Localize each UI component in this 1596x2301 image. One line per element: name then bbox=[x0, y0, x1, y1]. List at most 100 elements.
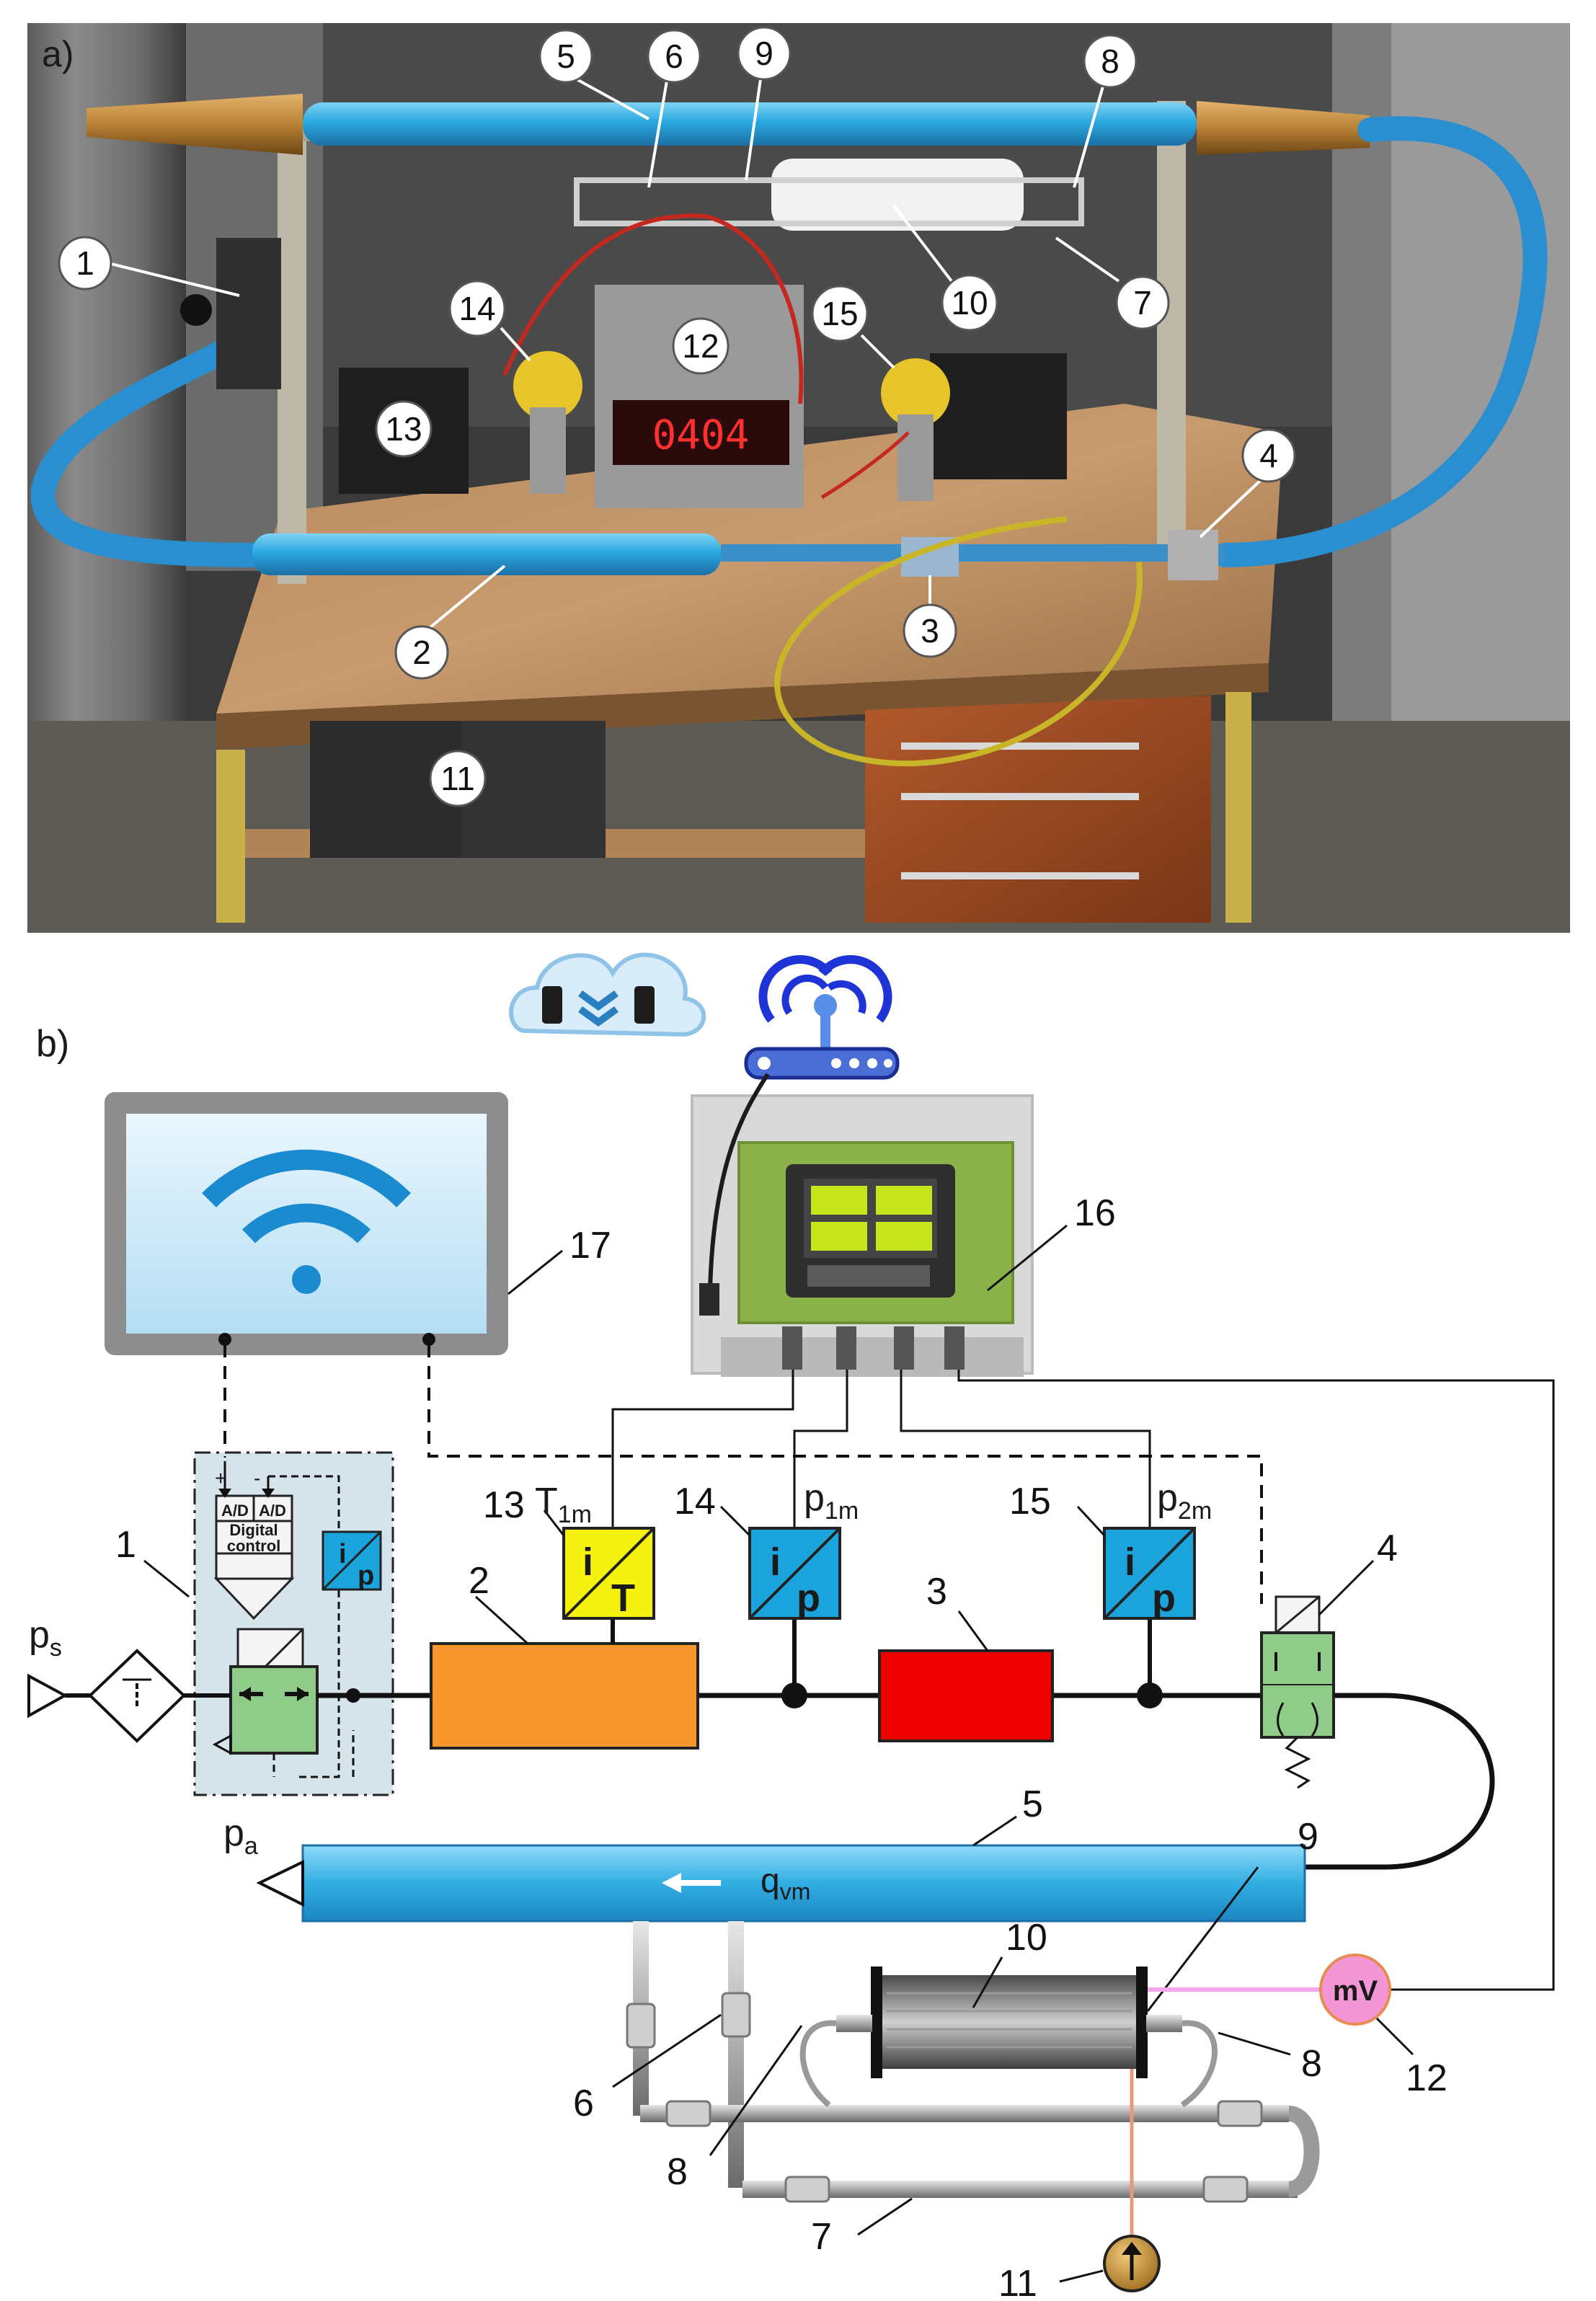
pa-main: p bbox=[223, 1812, 244, 1854]
control-label: control bbox=[227, 1537, 281, 1555]
qvm-label: qvm bbox=[761, 1862, 810, 1905]
callout-label: 3 bbox=[921, 612, 939, 649]
num-11: 11 bbox=[998, 2263, 1037, 2301]
callout-label: 9 bbox=[755, 35, 773, 72]
T1m-sub: 1m bbox=[558, 1501, 592, 1528]
callout-1: 1 bbox=[58, 236, 240, 297]
p1m-sub: 1m bbox=[825, 1497, 859, 1525]
panel-b-label: b) bbox=[36, 1023, 69, 1065]
callout-label: 15 bbox=[821, 295, 858, 332]
display-reading: 0404 bbox=[652, 412, 750, 459]
callout-9: 9 bbox=[737, 26, 792, 181]
it-i: i bbox=[582, 1540, 593, 1584]
callout-14: 14 bbox=[448, 280, 531, 362]
callout-label: 6 bbox=[665, 37, 683, 75]
num-13: 13 bbox=[483, 1484, 525, 1526]
callout-label: 5 bbox=[557, 37, 575, 75]
qvm-sub: vm bbox=[780, 1879, 811, 1905]
num-9: 9 bbox=[1298, 1816, 1318, 1858]
p1m-main: p bbox=[804, 1477, 825, 1519]
callout-label: 4 bbox=[1259, 437, 1278, 474]
callout-12: 12 bbox=[672, 317, 730, 375]
pa-label: pa bbox=[223, 1812, 258, 1860]
transducer-13: i T bbox=[562, 1527, 655, 1620]
router-icon bbox=[744, 954, 900, 1080]
minus-sign: - bbox=[254, 1467, 260, 1489]
num-14: 14 bbox=[674, 1481, 716, 1522]
heat-exchanger-10 bbox=[799, 1967, 1218, 2108]
digital-label: Digital bbox=[229, 1521, 278, 1539]
T1m-main: T bbox=[535, 1481, 558, 1522]
num-8-left: 8 bbox=[667, 2151, 688, 2193]
callout-label: 14 bbox=[458, 290, 495, 327]
ip14-i: i bbox=[770, 1540, 781, 1584]
p2m-label: p2m bbox=[1157, 1477, 1212, 1525]
ad-label-2: A/D bbox=[259, 1502, 286, 1520]
num-5: 5 bbox=[1022, 1783, 1043, 1825]
qvm-main: q bbox=[761, 1862, 780, 1900]
num-7: 7 bbox=[811, 2216, 832, 2258]
callout-label: 8 bbox=[1101, 43, 1120, 80]
mv-label: mV bbox=[1333, 1975, 1378, 2007]
callout-label: 13 bbox=[385, 410, 422, 448]
transducer-14: i p bbox=[748, 1527, 841, 1620]
controller-16 bbox=[691, 1073, 1034, 1377]
num-15: 15 bbox=[1009, 1481, 1051, 1522]
supply-symbol bbox=[27, 1649, 231, 1743]
ps-label: ps bbox=[29, 1614, 62, 1662]
pa-sub: a bbox=[244, 1832, 258, 1860]
num-16: 16 bbox=[1074, 1192, 1116, 1234]
callout-2: 2 bbox=[394, 564, 506, 680]
p2m-sub: 2m bbox=[1178, 1497, 1212, 1525]
callout-7: 7 bbox=[1055, 236, 1170, 330]
test-pipe-5: qvm bbox=[256, 1844, 1306, 1923]
plus-sign: + bbox=[215, 1467, 226, 1489]
callout-label: 2 bbox=[412, 634, 431, 671]
panel-a-label: a) bbox=[42, 34, 74, 74]
small-ip-i: i bbox=[339, 1539, 347, 1569]
bypass-pipes bbox=[626, 1921, 1320, 2203]
callout-6: 6 bbox=[647, 29, 701, 188]
callout-label: 11 bbox=[440, 760, 475, 797]
ad-label-1: A/D bbox=[221, 1502, 249, 1520]
num-1: 1 bbox=[115, 1524, 136, 1566]
num-3: 3 bbox=[926, 1571, 947, 1613]
num-17: 17 bbox=[569, 1225, 611, 1267]
callout-8: 8 bbox=[1073, 34, 1138, 188]
num-2: 2 bbox=[469, 1560, 489, 1602]
ip15-i: i bbox=[1125, 1540, 1135, 1584]
cloud-icon bbox=[509, 952, 706, 1037]
callout-3: 3 bbox=[903, 575, 957, 658]
photo-panel: 0404 a) 1 2 3 bbox=[27, 23, 1570, 933]
callout-13: 13 bbox=[375, 400, 433, 458]
ip14-p: p bbox=[797, 1577, 820, 1620]
component-3-red bbox=[878, 1649, 1054, 1742]
signal-lines bbox=[611, 1370, 1555, 1991]
ip15-p: p bbox=[1152, 1577, 1176, 1620]
ps-main: p bbox=[29, 1614, 50, 1656]
schematic-panel: b) bbox=[27, 952, 1555, 2301]
flux-meter-11 bbox=[1103, 2235, 1161, 2292]
p2m-main: p bbox=[1157, 1477, 1178, 1519]
callout-5: 5 bbox=[538, 29, 650, 120]
small-ip-p: p bbox=[358, 1561, 374, 1591]
num-8-right: 8 bbox=[1301, 2043, 1322, 2085]
num-4: 4 bbox=[1377, 1528, 1398, 1569]
digital-control-box: A/D A/D Digital control + - i p bbox=[193, 1451, 394, 1796]
component-2-orange bbox=[430, 1642, 699, 1750]
tablet-17 bbox=[105, 1092, 508, 1355]
callout-label: 7 bbox=[1133, 284, 1152, 322]
it-t: T bbox=[611, 1577, 635, 1620]
ps-sub: s bbox=[50, 1634, 62, 1662]
callout-label: 10 bbox=[951, 284, 988, 322]
callout-label: 1 bbox=[76, 244, 94, 282]
callout-label: 12 bbox=[682, 327, 719, 365]
transducer-15: i p bbox=[1103, 1527, 1196, 1620]
p1m-label: p1m bbox=[804, 1477, 859, 1525]
valve-4 bbox=[1260, 1595, 1335, 1789]
callout-10: 10 bbox=[892, 204, 998, 332]
T1m-label: T1m bbox=[535, 1481, 592, 1528]
num-6: 6 bbox=[573, 2083, 594, 2124]
callout-15: 15 bbox=[811, 285, 895, 369]
